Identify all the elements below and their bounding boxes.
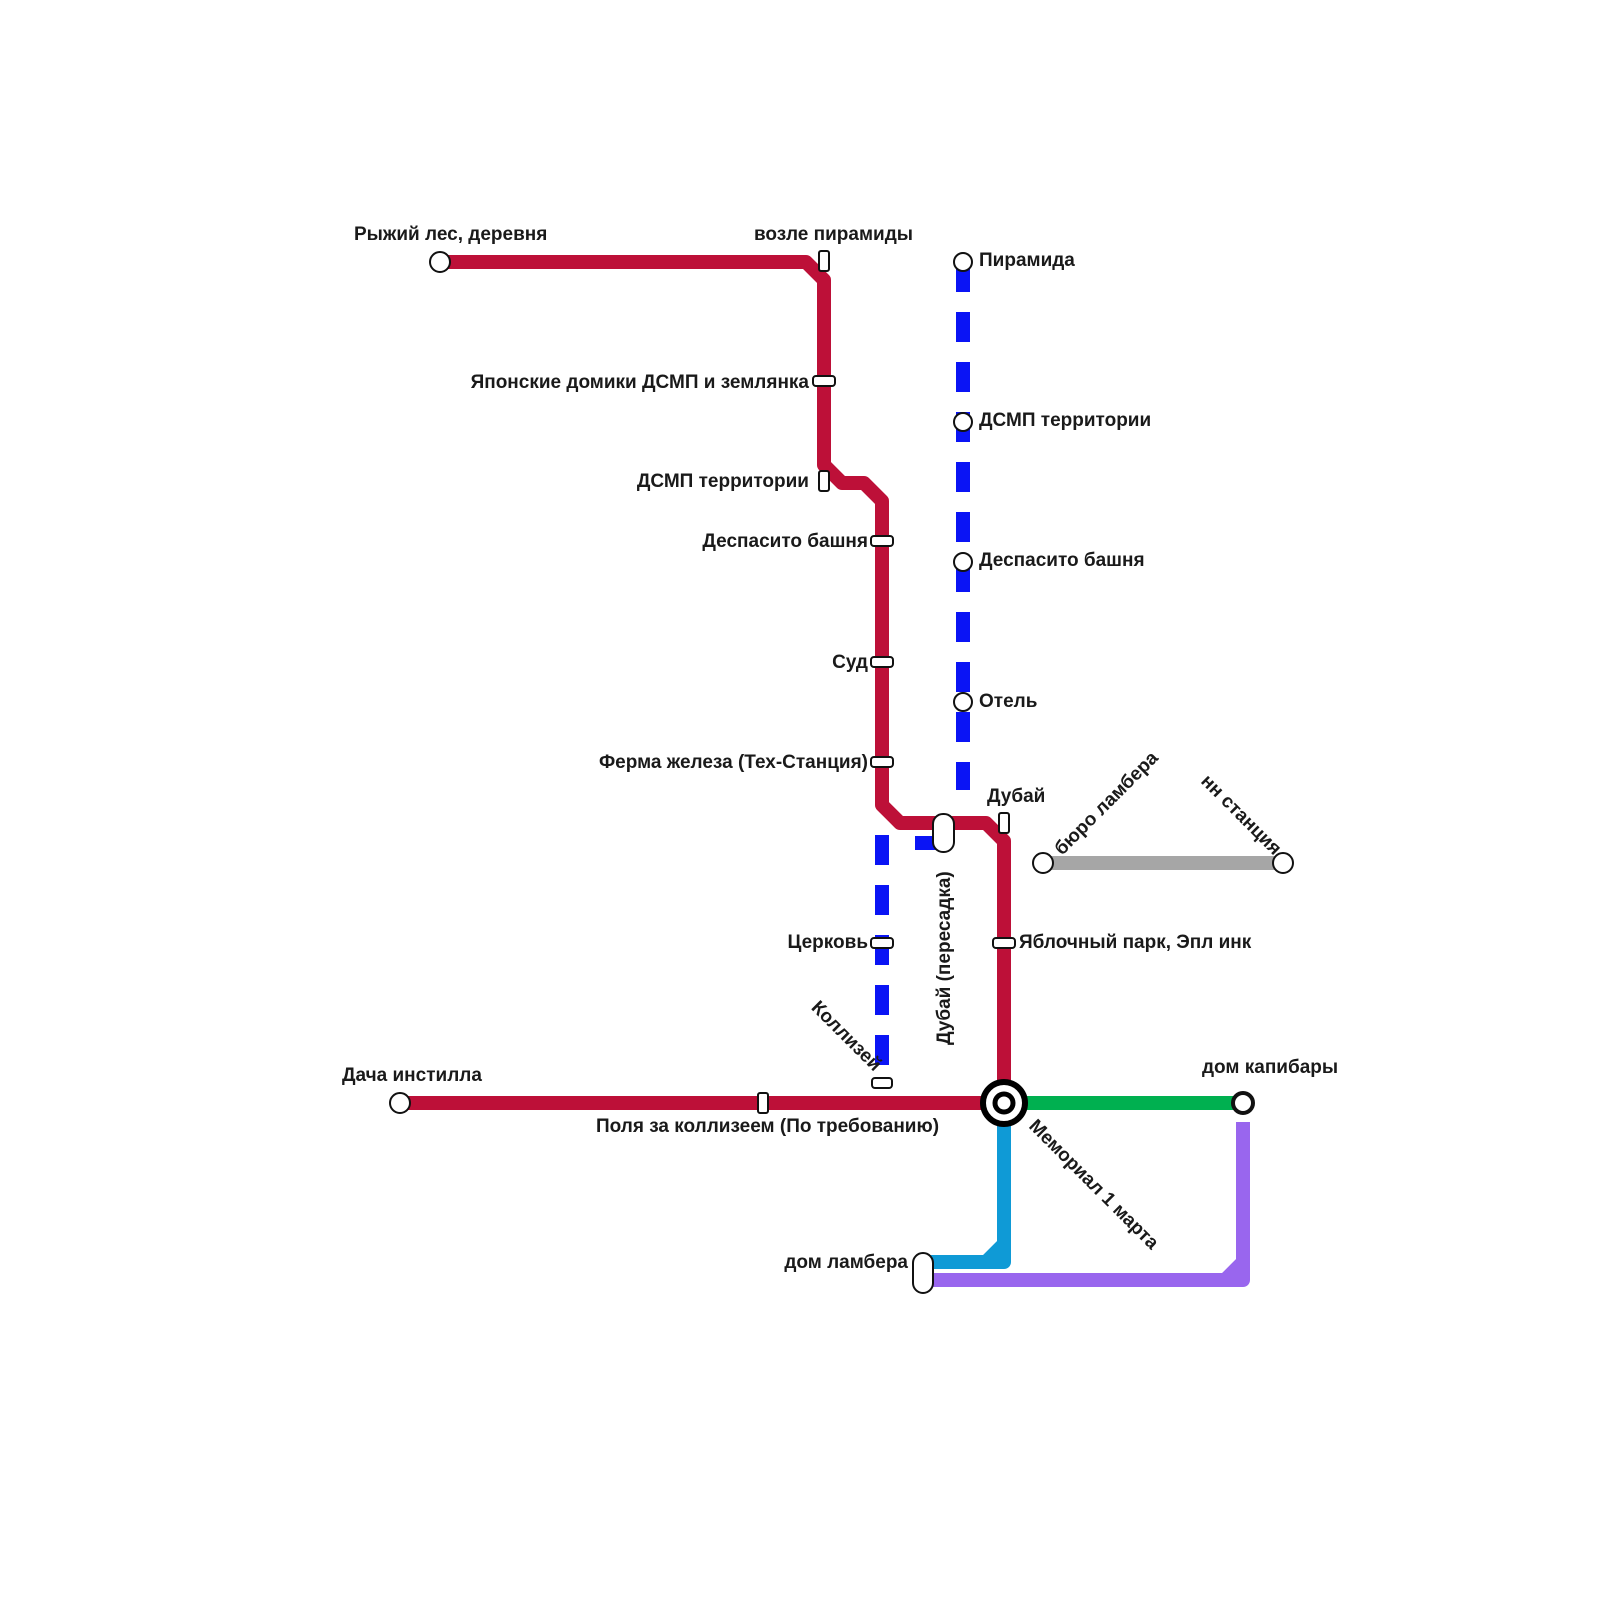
label-piramida: Пирамида (979, 250, 1075, 271)
label-dsmp-blue: ДСМП территории (979, 410, 1151, 431)
station-yaponskie-domiki[interactable] (812, 375, 836, 387)
label-dacha: Дача инстилла (342, 1065, 482, 1086)
station-kolizei[interactable] (871, 1077, 893, 1089)
label-dsmp-red: ДСМП территории (637, 471, 809, 492)
station-dacha[interactable] (389, 1092, 411, 1114)
station-tserkov[interactable] (870, 937, 894, 949)
station-despasito-red[interactable] (870, 535, 894, 547)
label-nn-stantsiya: нн станция (1197, 771, 1286, 860)
cyan-line-corner (981, 1239, 1009, 1267)
station-dom-kapibary[interactable] (1231, 1091, 1255, 1115)
label-vozle-piramidy: возле пирамиды (754, 224, 913, 245)
station-dubai[interactable] (998, 812, 1010, 834)
station-yablochny[interactable] (992, 937, 1016, 949)
label-yablochny: Яблочный парк, Эпл инк (1019, 932, 1252, 953)
label-yaponskie-domiki: Японские домики ДСМП и землянка (471, 372, 810, 393)
station-dubai-peresadka[interactable] (932, 813, 955, 853)
station-dom-lambera[interactable] (912, 1252, 934, 1294)
station-despasito-blue[interactable] (953, 552, 973, 572)
red-line-upper (440, 255, 1011, 1103)
station-nn-stantsiya[interactable] (1272, 852, 1294, 874)
station-otel[interactable] (953, 692, 973, 712)
label-polya: Поля за коллизеем (По требованию) (596, 1116, 939, 1137)
label-dubai-peresadka: Дубай (пересадка) (934, 871, 955, 1045)
station-ferma[interactable] (870, 756, 894, 768)
station-dsmp-red[interactable] (818, 470, 830, 492)
label-ferma: Ферма железа (Тех-Станция) (599, 752, 868, 773)
label-despasito-blue: Деспасито башня (979, 550, 1145, 571)
label-byuro-lambera: бюро ламбера (1051, 747, 1163, 859)
label-memorial: Мемориал 1 марта (1024, 1116, 1162, 1254)
station-sud[interactable] (870, 656, 894, 668)
station-piramida[interactable] (953, 252, 973, 272)
purple-line-corner (1220, 1257, 1248, 1285)
label-dom-kapibary: дом капибары (1202, 1057, 1338, 1078)
label-otel: Отель (979, 691, 1037, 712)
station-memorial[interactable] (980, 1079, 1028, 1127)
label-kolizei: Коллизей (807, 997, 885, 1075)
label-ryzhiy-les: Рыжий лес, деревня (354, 224, 547, 245)
label-dubai: Дубай (987, 786, 1045, 807)
label-dom-lambera: дом ламбера (784, 1252, 908, 1273)
station-polya[interactable] (757, 1092, 769, 1114)
purple-line (922, 1122, 1250, 1287)
station-vozle-piramidy[interactable] (818, 250, 830, 272)
label-tserkov: Церковь (787, 932, 868, 953)
label-despasito-red: Деспасито башня (702, 531, 868, 552)
label-sud: Суд (832, 652, 868, 673)
station-ryzhiy-les[interactable] (429, 251, 451, 273)
station-dsmp-blue[interactable] (953, 412, 973, 432)
station-byuro-lambera[interactable] (1032, 852, 1054, 874)
